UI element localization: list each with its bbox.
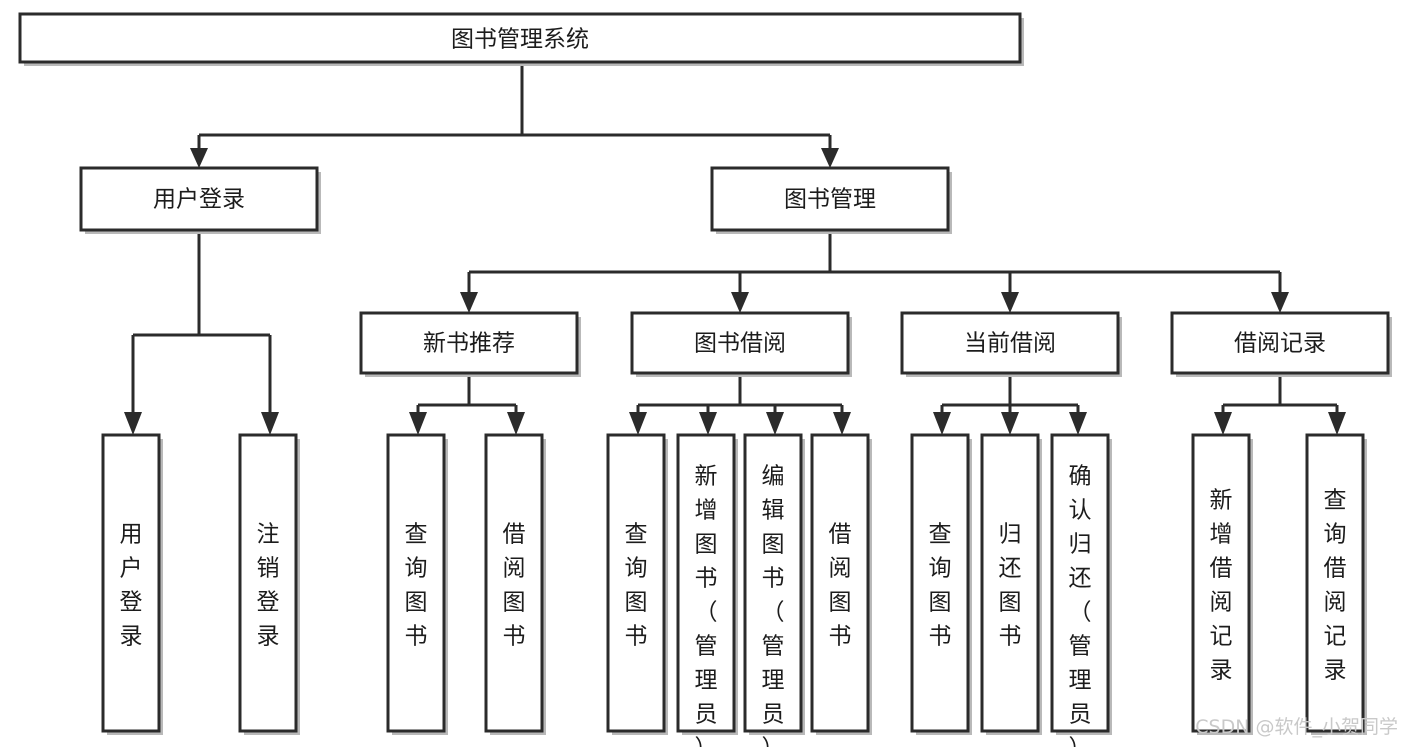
current-borrow-label: 当前借阅 [964, 331, 1056, 357]
node-leaf-query-book-1[interactable]: 查询图书 [386, 433, 448, 735]
arrowhead-leaf-borrow-book-2 [833, 412, 851, 435]
arrowhead-book-management [821, 148, 839, 168]
arrowhead-leaf-query-book-2 [629, 412, 647, 435]
node-leaf-add-borrow-record[interactable]: 新增借阅记录 [1191, 433, 1253, 735]
leaf-logout-login-label: 注销登录 [257, 522, 280, 650]
leaf-confirm-return-admin-label: 确认归还（管理员） [1069, 464, 1092, 747]
leaf-query-book-3-box[interactable] [910, 433, 970, 733]
arrowhead-leaf-confirm-return-admin [1069, 412, 1087, 435]
arrowhead-leaf-add-book-admin [699, 412, 717, 435]
leaf-return-book-label: 归还图书 [999, 522, 1022, 650]
leaf-add-borrow-record-box[interactable] [1191, 433, 1251, 733]
node-book-borrow[interactable]: 图书借阅 [630, 311, 852, 377]
leaf-logout-login-box[interactable] [238, 433, 298, 733]
leaf-add-book-admin-label: 新增图书（管理员） [695, 464, 718, 747]
leaf-borrow-book-1-label: 借阅图书 [503, 522, 526, 650]
node-leaf-return-book[interactable]: 归还图书 [980, 433, 1042, 735]
leaf-query-book-2-label: 查询图书 [625, 522, 648, 650]
leaf-borrow-book-2-label: 借阅图书 [829, 522, 852, 650]
arrowhead-leaf-user-login [124, 412, 142, 435]
node-leaf-query-book-2[interactable]: 查询图书 [606, 433, 668, 735]
node-leaf-confirm-return-admin[interactable]: 确认归还（管理员） [1050, 433, 1112, 747]
borrow-record-label: 借阅记录 [1234, 331, 1326, 357]
leaf-borrow-book-2-box[interactable] [810, 433, 870, 733]
node-leaf-query-borrow-record[interactable]: 查询借阅记录 [1305, 433, 1367, 735]
node-leaf-user-login[interactable]: 用户登录 [101, 433, 163, 735]
leaf-query-book-1-label: 查询图书 [405, 522, 428, 650]
new-book-recommend-label: 新书推荐 [423, 331, 515, 357]
book-management-box[interactable] [710, 166, 950, 232]
book-borrow-box[interactable] [630, 311, 850, 375]
leaf-return-book-box[interactable] [980, 433, 1040, 733]
node-leaf-query-book-3[interactable]: 查询图书 [910, 433, 972, 735]
arrowhead-leaf-logout-login [261, 412, 279, 435]
book-management-label: 图书管理 [784, 187, 876, 213]
leaf-add-borrow-record-label: 新增借阅记录 [1210, 488, 1233, 684]
node-book-management[interactable]: 图书管理 [710, 166, 952, 234]
leaf-edit-book-admin-label: 编辑图书（管理员） [762, 464, 785, 747]
new-book-recommend-box[interactable] [359, 311, 579, 375]
user-login-label: 用户登录 [153, 187, 245, 213]
node-leaf-edit-book-admin[interactable]: 编辑图书（管理员） [743, 433, 805, 747]
arrowhead-leaf-query-book-3 [933, 412, 951, 435]
root-box[interactable] [18, 12, 1022, 64]
borrow-record-box[interactable] [1170, 311, 1390, 375]
arrowhead-new-book-recommend [460, 292, 478, 313]
leaf-edit-book-admin-box[interactable] [743, 433, 803, 733]
node-leaf-logout-login[interactable]: 注销登录 [238, 433, 300, 735]
arrowhead-user-login [190, 148, 208, 168]
user-login-box[interactable] [79, 166, 319, 232]
leaf-add-book-admin-box[interactable] [676, 433, 736, 733]
node-leaf-borrow-book-2[interactable]: 借阅图书 [810, 433, 872, 735]
node-borrow-record[interactable]: 借阅记录 [1170, 311, 1392, 377]
leaf-confirm-return-admin-box[interactable] [1050, 433, 1110, 733]
arrowhead-leaf-borrow-book-1 [507, 412, 525, 435]
arrowhead-leaf-query-book-1 [409, 412, 427, 435]
leaf-query-book-1-box[interactable] [386, 433, 446, 733]
arrowhead-leaf-add-borrow-record [1214, 412, 1232, 435]
leaf-user-login-box[interactable] [101, 433, 161, 733]
arrowhead-borrow-record [1271, 292, 1289, 313]
node-user-login[interactable]: 用户登录 [79, 166, 321, 234]
node-leaf-add-book-admin[interactable]: 新增图书（管理员） [676, 433, 738, 747]
leaf-query-borrow-record-box[interactable] [1305, 433, 1365, 733]
leaf-query-book-3-label: 查询图书 [929, 522, 952, 650]
leaf-user-login-label: 用户登录 [120, 522, 143, 650]
current-borrow-box[interactable] [900, 311, 1120, 375]
node-new-book-recommend[interactable]: 新书推荐 [359, 311, 581, 377]
csdn-watermark: CSDN @软件_小贺同学 [1195, 716, 1398, 738]
node-root[interactable]: 图书管理系统 [18, 12, 1024, 66]
arrowhead-leaf-edit-book-admin [766, 412, 784, 435]
leaf-query-book-2-box[interactable] [606, 433, 666, 733]
book-borrow-label: 图书借阅 [694, 331, 786, 357]
node-current-borrow[interactable]: 当前借阅 [900, 311, 1122, 377]
arrowhead-book-borrow [731, 292, 749, 313]
arrowhead-leaf-return-book [1001, 412, 1019, 435]
leaf-borrow-book-1-box[interactable] [484, 433, 544, 733]
root-label: 图书管理系统 [451, 27, 589, 53]
leaf-query-borrow-record-label: 查询借阅记录 [1324, 488, 1347, 684]
node-leaf-borrow-book-1[interactable]: 借阅图书 [484, 433, 546, 735]
arrowhead-leaf-query-borrow-record [1328, 412, 1346, 435]
connector-layer [124, 66, 1346, 435]
arrowhead-current-borrow [1001, 292, 1019, 313]
